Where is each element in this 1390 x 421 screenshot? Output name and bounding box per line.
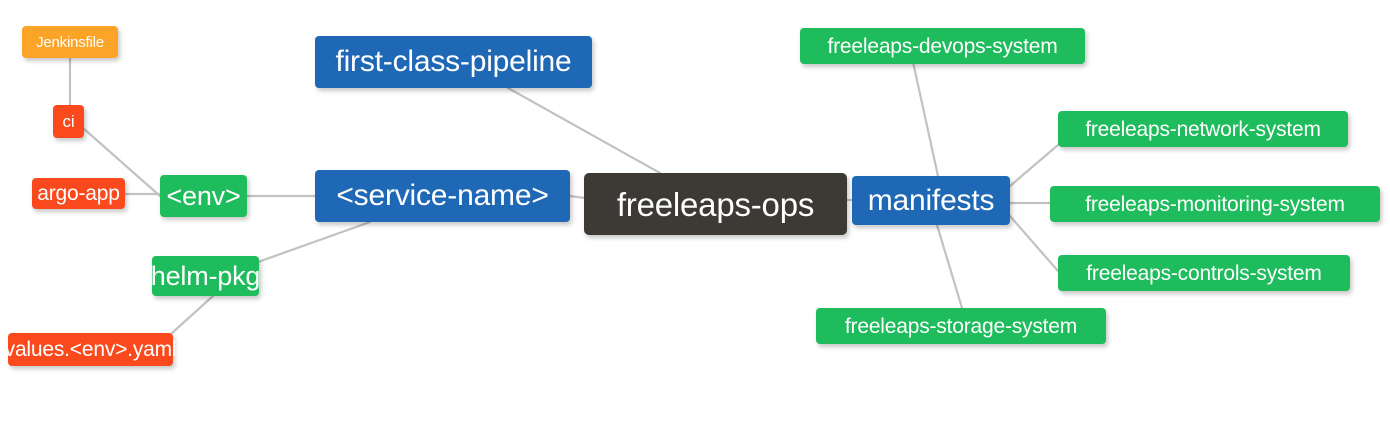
- edge-helm-pkg-service-name: [256, 220, 372, 264]
- node-ci[interactable]: ci: [53, 105, 84, 138]
- node-freeleaps-ops-root[interactable]: freeleaps-ops: [584, 173, 847, 235]
- edge-manifests-storage-system: [935, 223, 964, 310]
- node-freeleaps-devops-system[interactable]: freeleaps-devops-system: [800, 28, 1085, 64]
- node-env[interactable]: <env>: [160, 175, 247, 217]
- node-freeleaps-network-system[interactable]: freeleaps-network-system: [1058, 111, 1348, 147]
- node-values-env-yaml[interactable]: values.<env>.yaml: [5, 333, 177, 366]
- node-manifests[interactable]: manifests: [852, 176, 1010, 225]
- node-freeleaps-controls-system[interactable]: freeleaps-controls-system: [1058, 255, 1350, 291]
- node-jenkinsfile[interactable]: Jenkinsfile: [22, 26, 118, 58]
- edge-service-name-ops: [568, 194, 587, 200]
- node-freeleaps-monitoring-system[interactable]: freeleaps-monitoring-system: [1050, 186, 1380, 222]
- node-service-name[interactable]: <service-name>: [315, 170, 570, 222]
- edge-manifests-controls-system: [1008, 214, 1060, 273]
- edge-first-class-pipeline-ops: [506, 86, 662, 175]
- node-argo-app[interactable]: argo-app: [32, 178, 125, 209]
- edge-manifests-devops-system: [911, 60, 940, 178]
- node-helm-pkg[interactable]: helm-pkg: [151, 256, 260, 296]
- edge-values-helm-pkg: [170, 294, 215, 335]
- node-first-class-pipeline[interactable]: first-class-pipeline: [315, 36, 592, 88]
- edge-manifests-network-system: [1008, 143, 1060, 188]
- node-freeleaps-storage-system[interactable]: freeleaps-storage-system: [816, 308, 1106, 344]
